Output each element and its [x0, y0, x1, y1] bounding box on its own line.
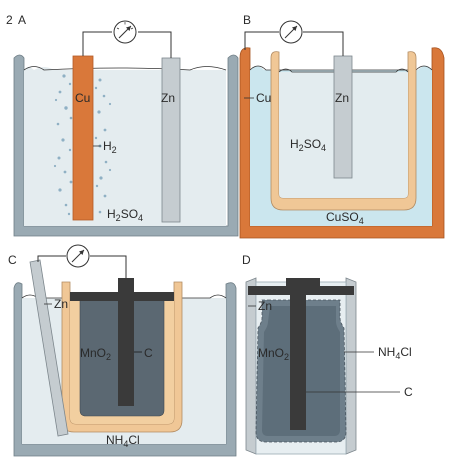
- panel-a: 2 A: [6, 13, 239, 237]
- panel-c-mno2-label: MnO2: [80, 346, 111, 362]
- panel-d-letter: D: [242, 253, 251, 267]
- panel-b-copper-container: [239, 47, 445, 239]
- panel-b-wire-left: [244, 31, 279, 50]
- panel-b-acid-label: H2SO4: [290, 137, 326, 153]
- panel-b-zinc-electrode: [333, 55, 353, 179]
- panel-d-outer-casing-right: [345, 277, 357, 455]
- panel-b-meter-icon: [279, 20, 303, 44]
- panel-d-zn-label: Zn: [258, 299, 272, 313]
- panel-c-letter: C: [8, 253, 17, 267]
- panel-a-cu-label: Cu: [75, 91, 90, 105]
- panel-a-electrolyte: [24, 67, 226, 226]
- panel-b-letter: B: [243, 13, 251, 27]
- panel-c-meter-icon: [66, 244, 90, 268]
- panel-a-wire-right: [138, 31, 172, 58]
- panel-c-zn-label: Zn: [54, 297, 68, 311]
- panel-c-container: [13, 282, 237, 457]
- panel-c-wire-right: [90, 255, 127, 278]
- panel-a-electrolyte-label: H2SO4: [107, 207, 143, 223]
- panel-b: B Cu Zn H2SO4 CuSO4: [239, 13, 445, 239]
- panel-a-h2-bubbles: [53, 74, 112, 216]
- panel-a-letter: A: [18, 13, 26, 27]
- panel-a-h2-label: H2: [103, 139, 117, 155]
- panel-b-wire-right: [303, 31, 344, 56]
- panel-a-zinc-electrode: [161, 57, 181, 223]
- panel-c-c-label: C: [144, 346, 153, 360]
- panel-b-cu-label: Cu: [256, 91, 271, 105]
- panel-c-wire-left: [37, 255, 66, 262]
- panel-a-surface: [23, 66, 227, 71]
- panel-c-zinc-strip: [29, 259, 69, 437]
- panel-d: D Zn MnO2 NH4Cl C: [242, 253, 413, 455]
- panel-c-electrolyte-label: NH4Cl: [106, 433, 140, 449]
- panel-c-carbon-rod: [118, 278, 134, 406]
- panel-a-meter-icon: [113, 20, 137, 44]
- panel-b-zn-label: Zn: [335, 91, 349, 105]
- panel-a-copper-electrode: [72, 55, 94, 221]
- panel-a-wire-left: [82, 31, 112, 56]
- panel-d-outer-casing: [245, 277, 257, 455]
- panel-d-c-label: C: [404, 385, 413, 399]
- panel-d-carbon-rod: [290, 290, 306, 430]
- panel-b-electrolyte-label: CuSO4: [326, 210, 364, 226]
- figure-number: 2: [6, 13, 13, 27]
- panel-d-nh4cl-label: NH4Cl: [378, 345, 412, 361]
- panel-c: C Zn MnO2 C NH4Cl: [8, 244, 237, 457]
- panel-a-zn-label: Zn: [161, 91, 175, 105]
- panel-d-mno2-label: MnO2: [258, 346, 289, 362]
- panel-a-container: [13, 54, 239, 237]
- panel-d-terminal: [286, 278, 320, 288]
